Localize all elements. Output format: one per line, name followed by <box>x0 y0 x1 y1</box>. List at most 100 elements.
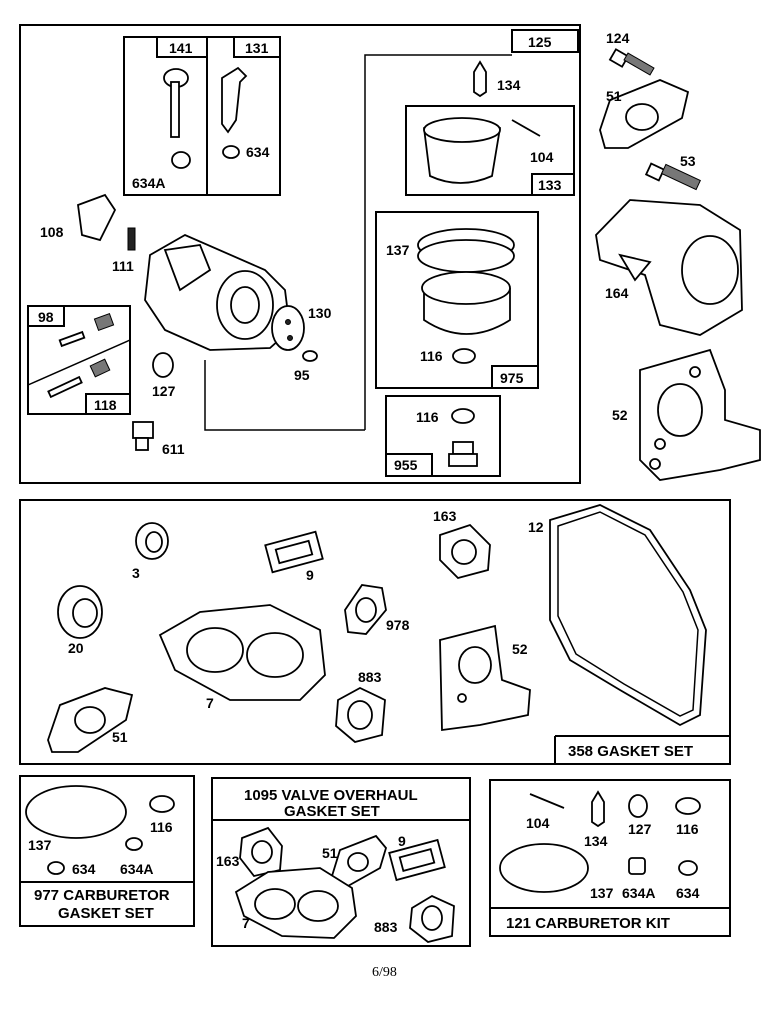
box-955 <box>385 453 433 477</box>
part-164-intake <box>595 199 743 336</box>
part-163-gasket <box>439 523 491 580</box>
bowl-nut-box <box>385 395 501 477</box>
part-7-head-gasket <box>158 604 326 701</box>
part-12-gasket <box>549 504 707 727</box>
box-975 <box>491 365 539 389</box>
label-12: 12 <box>528 519 544 535</box>
label-127-b: 127 <box>628 821 652 837</box>
label-133: 133 <box>538 177 562 193</box>
carb-gasket-panel <box>19 775 195 927</box>
label-108: 108 <box>40 224 64 240</box>
part-52-gasket <box>639 348 761 481</box>
carb-gasket-title-2: GASKET SET <box>58 905 154 922</box>
label-3: 3 <box>132 565 140 581</box>
label-20: 20 <box>68 640 84 656</box>
label-116-b: 116 <box>416 409 439 425</box>
label-53: 53 <box>680 153 696 169</box>
box-133 <box>531 173 575 196</box>
part-883-gasket-b <box>409 894 455 943</box>
box-131 <box>233 36 281 58</box>
label-104: 104 <box>530 149 554 165</box>
label-130: 130 <box>308 305 332 321</box>
label-164: 164 <box>605 285 629 301</box>
label-137-d: 137 <box>590 885 614 901</box>
part-53-bolt <box>644 162 701 191</box>
part-137-o-ring-b <box>499 843 589 893</box>
part-127-cup <box>152 352 174 378</box>
valve-set-title-1: 1095 VALVE OVERHAUL <box>244 787 418 804</box>
box-141 <box>156 36 208 58</box>
label-9-b: 9 <box>398 833 406 849</box>
gasket-set-panel <box>19 499 731 765</box>
part-20-seal <box>57 585 103 639</box>
part-124-bolt <box>608 48 655 76</box>
label-111: 111 <box>112 258 134 274</box>
part-137-o-ring <box>25 785 127 839</box>
part-7-head-gasket-b <box>234 867 357 939</box>
label-7: 7 <box>206 695 214 711</box>
label-125: 125 <box>528 34 552 50</box>
part-float-bowl <box>417 228 515 335</box>
label-116-c: 116 <box>150 819 173 835</box>
part-116-washer-b <box>451 408 475 424</box>
part-134-needle <box>473 60 487 98</box>
part-163-gasket-b <box>239 826 283 878</box>
label-634-c: 634 <box>72 861 96 877</box>
box-125 <box>511 29 579 53</box>
label-883-b: 883 <box>374 919 398 935</box>
box-98 <box>27 305 65 327</box>
label-634a: 634A <box>132 175 165 191</box>
part-134-needle-b <box>591 790 605 828</box>
part-116-washer <box>452 348 476 364</box>
label-118: 118 <box>94 397 117 413</box>
label-51: 51 <box>606 88 622 104</box>
label-634a-d: 634A <box>622 885 655 901</box>
carb-kit-title: 121 CARBURETOR KIT <box>506 915 670 932</box>
gasket-set-title: 358 GASKET SET <box>568 743 693 760</box>
label-611: 611 <box>162 441 185 457</box>
box-118 <box>85 393 131 415</box>
label-163-b: 163 <box>216 853 240 869</box>
float-bowl-box <box>375 211 539 389</box>
carb-kit-panel <box>489 779 731 937</box>
part-130-plate <box>271 305 305 351</box>
valve-set-panel <box>211 777 471 947</box>
part-bowl-nut <box>448 441 478 467</box>
label-116-d: 116 <box>676 821 699 837</box>
part-carburetor-body <box>144 233 291 351</box>
label-7-b: 7 <box>242 915 250 931</box>
label-137-c: 137 <box>28 837 52 853</box>
label-978: 978 <box>386 617 410 633</box>
label-95: 95 <box>294 367 310 383</box>
float-box <box>405 105 575 196</box>
part-131-lever <box>221 66 248 159</box>
part-111-spring <box>127 227 136 251</box>
label-134: 134 <box>497 77 521 93</box>
part-51-gasket <box>599 79 690 149</box>
label-883: 883 <box>358 669 382 685</box>
part-634a-bushing-b <box>628 857 646 875</box>
label-9: 9 <box>306 567 314 583</box>
part-52-gasket-b <box>439 624 531 732</box>
part-978-gasket <box>344 584 387 635</box>
label-127: 127 <box>152 383 176 399</box>
label-634a-c: 634A <box>120 861 153 877</box>
part-883-gasket <box>335 686 386 743</box>
label-52-b: 52 <box>512 641 528 657</box>
part-634-washer <box>47 861 65 875</box>
adjust-screw-box <box>27 305 131 415</box>
part-float <box>423 117 502 184</box>
part-118-screw <box>47 358 111 399</box>
label-137: 137 <box>386 242 410 258</box>
label-51-c: 51 <box>322 845 338 861</box>
label-975: 975 <box>500 370 524 386</box>
part-116-washer-d <box>675 797 701 815</box>
part-104-pin-b <box>529 793 565 809</box>
part-634a-bushing <box>125 837 143 851</box>
part-127-cup-b <box>628 794 648 818</box>
part-141-shaft <box>163 68 191 169</box>
label-104-b: 104 <box>526 815 550 831</box>
part-51-gasket-b <box>47 687 134 753</box>
label-52: 52 <box>612 407 628 423</box>
